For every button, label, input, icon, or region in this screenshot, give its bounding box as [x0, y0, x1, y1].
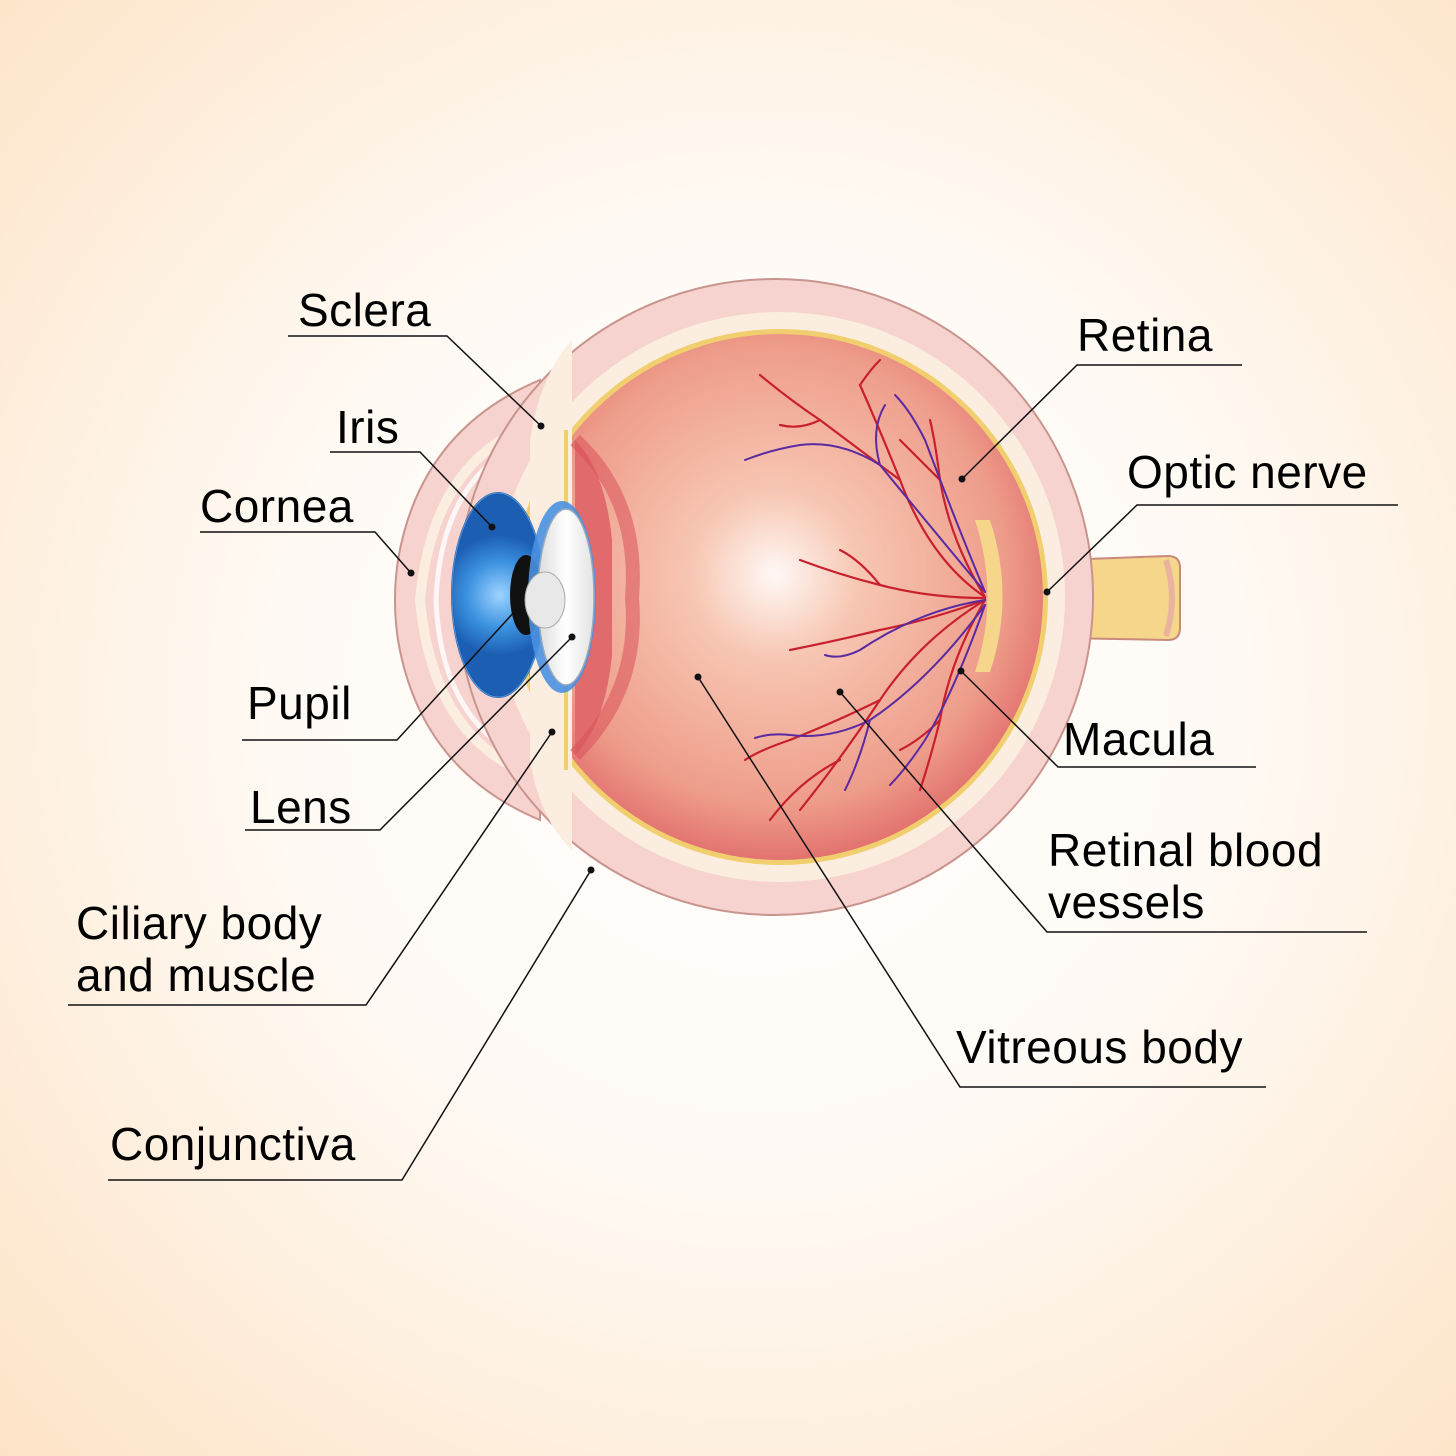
label-pupil: Pupil [247, 677, 352, 729]
retinal-blood-vessels [743, 358, 987, 822]
pupil-leader [242, 609, 517, 741]
lens-leader [245, 636, 573, 831]
iris-leader [330, 451, 493, 528]
label-retina: Retina [1077, 309, 1213, 361]
retinal-vessels-leader [839, 691, 1367, 933]
label-cornea: Cornea [200, 480, 354, 532]
vitreous-leader [697, 676, 1266, 1088]
label-optic-nerve: Optic nerve [1127, 446, 1368, 498]
label-vitreous-body: Vitreous body [956, 1021, 1243, 1073]
label-conjunctiva: Conjunctiva [110, 1118, 356, 1170]
cornea-leader [200, 531, 412, 574]
conjunctiva-leader [108, 869, 592, 1181]
label-iris: Iris [336, 401, 400, 453]
label-sclera: Sclera [298, 284, 432, 336]
optic-nerve-leader [1046, 504, 1398, 593]
label-macula: Macula [1063, 713, 1215, 765]
label-lens: Lens [250, 781, 352, 833]
macula-leader [960, 670, 1256, 768]
leader-lines [68, 335, 1398, 1181]
vitreous-body-shape [517, 334, 1043, 860]
ciliary-leader [68, 731, 553, 1006]
retina-leader [961, 364, 1242, 480]
label-ciliary-body: Ciliary body and muscle [76, 897, 323, 1001]
sclera-leader [288, 335, 542, 427]
label-retinal-blood-vessels: Retinal blood vessels [1048, 824, 1324, 928]
